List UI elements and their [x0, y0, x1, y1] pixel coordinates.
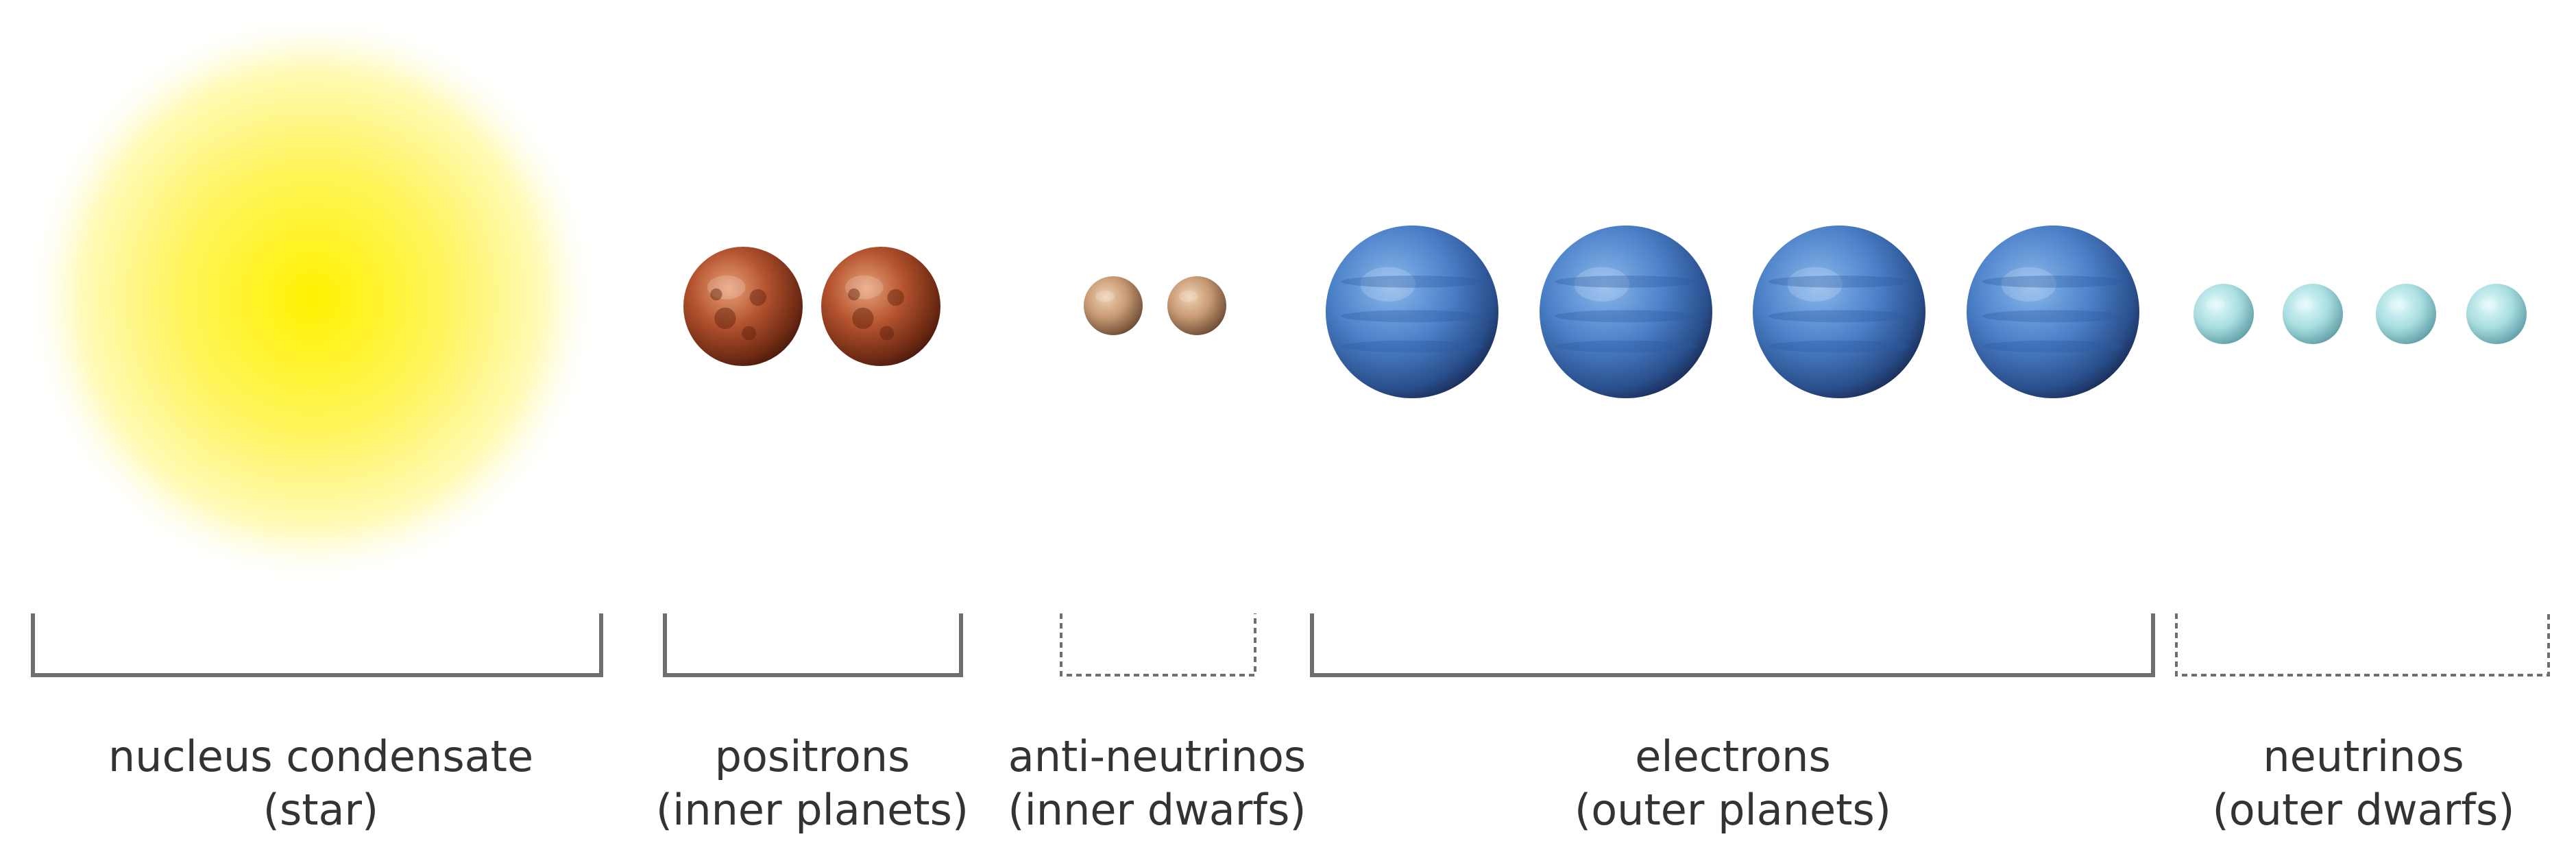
highlight-electrons-3: [1787, 267, 1843, 302]
cloud-band-electrons-3-0: [1768, 276, 1910, 288]
group-neutrinos: [2175, 284, 2550, 677]
highlight-electrons-2: [1574, 267, 1630, 302]
rocky-planet-positrons-2: [821, 247, 940, 366]
crater-positrons-2-0: [852, 307, 874, 330]
highlight-neutrinos-2: [2294, 298, 2314, 310]
group-nucleus: [24, 10, 603, 677]
label-electrons: electrons(outer planets): [1575, 731, 1891, 835]
bracket-electrons: [1310, 613, 2155, 677]
label-positrons: positrons(inner planets): [655, 731, 969, 835]
cloud-band-electrons-1-1: [1341, 310, 1483, 323]
cloud-band-electrons-1-2: [1341, 340, 1483, 353]
crater-positrons-1-1: [749, 289, 766, 306]
gas-giant-electrons-4: [1967, 226, 2139, 398]
label-neutrinos: neutrinos(outer dwarfs): [2212, 731, 2515, 835]
highlight-electrons-4: [2001, 267, 2057, 302]
cloud-band-electrons-2-0: [1555, 276, 1697, 288]
group-electrons: [1310, 226, 2155, 677]
crater-positrons-2-1: [887, 289, 904, 306]
cloud-band-electrons-1-0: [1341, 276, 1483, 288]
highlight-anti-neutrinos-2: [1179, 290, 1198, 302]
highlight-electrons-1: [1360, 267, 1416, 302]
star-nucleus-1: [24, 10, 600, 586]
gas-giant-electrons-2: [1540, 226, 1712, 398]
highlight-neutrinos-3: [2387, 298, 2407, 310]
ice-dwarf-neutrinos-4: [2466, 284, 2527, 344]
bracket-nucleus: [31, 613, 603, 677]
ice-dwarf-neutrinos-1: [2194, 284, 2254, 344]
dwarf-planet-anti-neutrinos-2: [1167, 276, 1226, 335]
highlight-neutrinos-4: [2478, 298, 2498, 310]
cloud-band-electrons-4-2: [1982, 340, 2124, 353]
cloud-band-electrons-2-1: [1555, 310, 1697, 323]
highlight-anti-neutrinos-1: [1095, 290, 1115, 302]
highlight-neutrinos-1: [2205, 298, 2225, 310]
dwarf-planet-anti-neutrinos-1: [1084, 276, 1143, 335]
cloud-band-electrons-3-2: [1768, 340, 1910, 353]
crater-positrons-1-2: [742, 326, 757, 341]
gas-giant-electrons-1: [1326, 226, 1498, 398]
cloud-band-electrons-4-1: [1982, 310, 2124, 323]
ice-dwarf-neutrinos-2: [2283, 284, 2343, 344]
cloud-band-electrons-3-1: [1768, 310, 1910, 323]
crater-positrons-1-0: [714, 307, 736, 330]
rocky-planet-positrons-1: [683, 247, 803, 366]
crater-positrons-2-2: [879, 326, 895, 341]
label-nucleus-condensate: nucleus condensate(star): [108, 731, 534, 835]
bracket-anti-neutrinos: [1060, 613, 1256, 677]
highlight-positrons-2: [845, 275, 884, 300]
crater-positrons-1-3: [710, 288, 722, 301]
group-positrons: [663, 247, 963, 677]
highlight-positrons-1: [707, 275, 746, 300]
cloud-band-electrons-2-2: [1555, 340, 1697, 353]
bracket-positrons: [663, 613, 963, 677]
label-anti-neutrinos: anti-neutrinos(inner dwarfs): [1008, 731, 1307, 835]
crater-positrons-2-3: [848, 288, 860, 301]
ice-dwarf-neutrinos-3: [2376, 284, 2436, 344]
gas-giant-electrons-3: [1753, 226, 1925, 398]
cloud-band-electrons-4-0: [1982, 276, 2124, 288]
group-anti-neutrinos: [1060, 276, 1256, 677]
bracket-neutrinos: [2175, 613, 2550, 677]
